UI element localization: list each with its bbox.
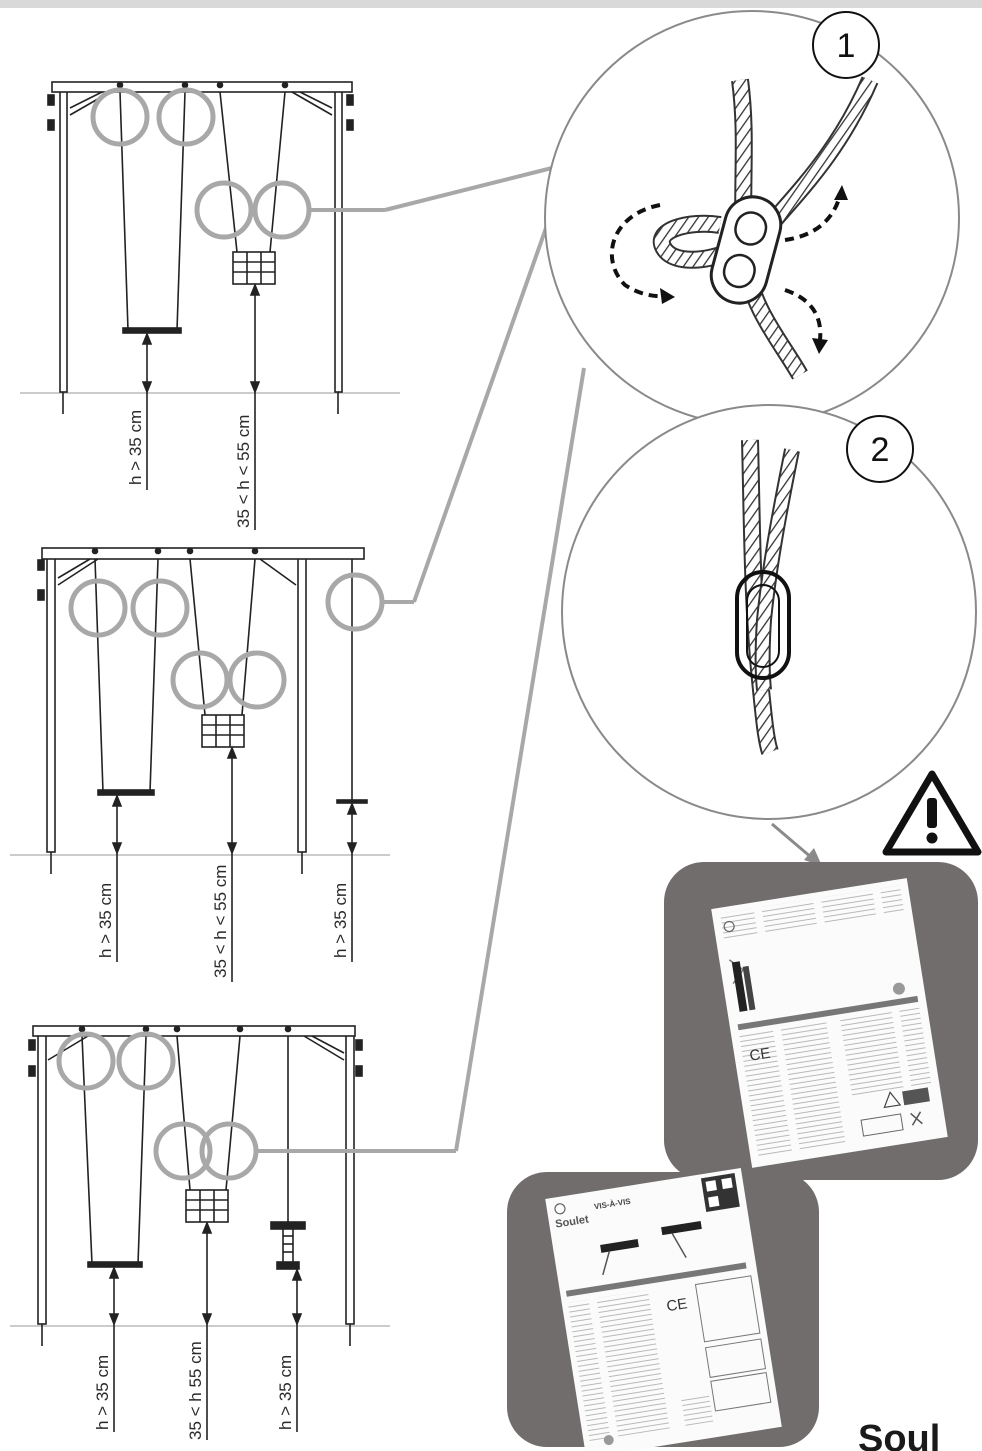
step-number-1: 1 — [837, 27, 856, 65]
height-label-baby-seat-3: 35 < h 55 cm — [186, 1341, 205, 1440]
pointer-arrow — [771, 822, 822, 866]
measurements-frame-3: h > 35 cm 35 < h 55 cm h > 35 cm — [93, 1341, 295, 1440]
carabiner-rope-closed-icon — [735, 439, 800, 755]
height-label-seat-2: h > 35 cm — [96, 883, 115, 958]
ce-mark-2: CE — [665, 1295, 688, 1315]
top-bar — [0, 0, 982, 8]
manual-document-1: CE — [711, 878, 948, 1168]
swing-frame-1 — [20, 81, 400, 530]
measurements-frame-2: h > 35 cm 35 < h < 55 cm h > 35 cm — [96, 865, 350, 978]
highlight-circles-frame-3 — [56, 367, 586, 1181]
height-label-seat-1: h > 35 cm — [126, 410, 145, 485]
manual-brand-2: Soulet — [554, 1213, 589, 1230]
swing-frame-3 — [10, 1025, 390, 1440]
ce-mark-1: CE — [748, 1045, 771, 1065]
height-label-trapeze-2: h > 35 cm — [331, 883, 350, 958]
height-label-disc-swing-3: h > 35 cm — [276, 1355, 295, 1430]
step-number-2: 2 — [871, 431, 890, 469]
warning-icon — [882, 770, 982, 856]
height-label-baby-seat-2: 35 < h < 55 cm — [211, 865, 230, 978]
manual-panel-1: CE — [664, 862, 978, 1180]
highlight-circles-frame-1 — [90, 87, 553, 240]
measurements-frame-1: h > 35 cm 35 < h < 55 cm — [126, 410, 253, 528]
detail-circle-2: 2 — [561, 404, 977, 820]
carabiner-rope-knot-icon — [609, 76, 879, 380]
manual-document-2: Soulet VIS-À-VIS CE — [545, 1168, 782, 1451]
height-label-seat-3: h > 35 cm — [93, 1355, 112, 1430]
soulet-logo: Soul — [858, 1418, 940, 1451]
manual-panel-2: Soulet VIS-À-VIS CE — [507, 1168, 819, 1451]
swing-frame-2 — [10, 547, 390, 982]
height-label-baby-seat-1: 35 < h < 55 cm — [234, 415, 253, 528]
highlight-circles-frame-2 — [68, 227, 548, 710]
detail-circle-1: 1 — [544, 10, 960, 426]
